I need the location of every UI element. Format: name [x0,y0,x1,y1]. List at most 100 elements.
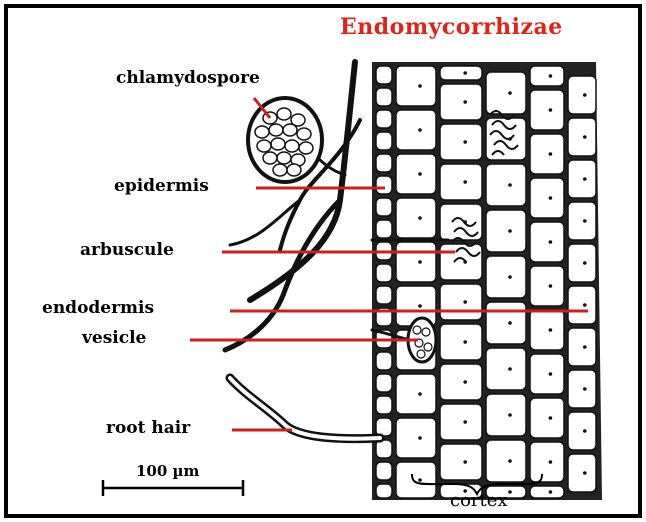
cortex-cell [376,418,392,436]
chlamydospore-label: chlamydospore [116,68,260,88]
cell-nucleus [463,300,467,304]
spore-cell [269,124,283,136]
cortex-cell [396,110,436,150]
cell-nucleus [549,490,553,494]
cell-nucleus [583,303,587,307]
cell-nucleus [463,140,467,144]
cell-nucleus [549,240,553,244]
cell-nucleus [508,91,512,95]
cell-nucleus [418,216,422,220]
cell-nucleus [508,413,512,417]
cell-nucleus [583,135,587,139]
cell-nucleus [549,284,553,288]
spore-cell [297,128,311,140]
cortex-cell [530,310,564,350]
cortex-cell [376,88,392,106]
cortex-cell [530,134,564,174]
cortex-cell [530,66,564,86]
cortex-cell [440,164,482,200]
spore-cell [299,142,313,154]
cortex-cell [376,110,392,128]
cortex-cell [396,374,436,414]
cortex-cell [376,176,392,194]
cell-nucleus [418,392,422,396]
cell-nucleus [549,328,553,332]
cell-nucleus [418,260,422,264]
cell-nucleus [418,304,422,308]
cortex-cell [440,84,482,120]
cell-nucleus [418,478,422,482]
cell-nucleus [549,152,553,156]
cell-nucleus [463,420,467,424]
cortex-cell [530,398,564,438]
cell-nucleus [508,459,512,463]
cortex-cell [376,462,392,480]
endodermis-label: endodermis [42,298,154,318]
cell-nucleus [463,460,467,464]
cortex-cell [440,124,482,160]
cortex-cell [568,370,596,408]
cortex-cell [530,354,564,394]
cell-nucleus [463,180,467,184]
spore-cell [271,138,285,150]
cortex-label: cortex [450,490,508,511]
cell-nucleus [583,387,587,391]
cell-nucleus [583,93,587,97]
cortex-cell [486,440,526,482]
cortex-cell [530,90,564,130]
cell-nucleus [508,183,512,187]
cell-nucleus [549,416,553,420]
cell-nucleus [583,261,587,265]
cell-nucleus [463,100,467,104]
cortex-cell [376,286,392,304]
cell-nucleus [463,380,467,384]
cortex-cell [396,66,436,106]
cortex-cell [568,202,596,240]
cortex-cell [530,222,564,262]
cortex-cell [440,404,482,440]
spore-cell [273,164,287,176]
cortex-cell [568,454,596,492]
cell-nucleus [549,196,553,200]
scale-bar [103,480,243,496]
cortex-cell [486,210,526,252]
cortex-cell [568,328,596,366]
cortex-cell [376,264,392,282]
cortex-cell [440,244,482,280]
cortex-cell [568,76,596,114]
cortex-cell [376,198,392,216]
cell-nucleus [418,172,422,176]
cell-nucleus [583,471,587,475]
cell-nucleus [418,84,422,88]
spore-cell [255,126,269,138]
spore-cell [287,164,301,176]
cortex-cell [530,266,564,306]
vesicle-label: vesicle [82,328,146,348]
cortex-cell [396,154,436,194]
cortex-cell [486,302,526,344]
cortex-cell [376,132,392,150]
spore-cell [285,140,299,152]
cortex-cell [568,244,596,282]
cell-nucleus [508,490,512,494]
cortex-cell [486,256,526,298]
cell-nucleus [583,219,587,223]
cell-nucleus [549,372,553,376]
cortex-cell [440,444,482,480]
cortex-cell [396,418,436,458]
scale-bar-label: 100 µm [136,462,199,480]
cortex-cell [440,284,482,320]
cell-nucleus [549,108,553,112]
cortex-cell [440,364,482,400]
cell-nucleus [583,177,587,181]
cortex-cell [530,486,564,498]
cell-nucleus [463,71,467,75]
cortex-cell [530,178,564,218]
cortex-cell [568,160,596,198]
cell-nucleus [583,345,587,349]
cortex-cell [440,66,482,80]
cortex-cell [376,374,392,392]
cortex-cell [486,394,526,436]
chlamydospore-spore [248,98,322,182]
